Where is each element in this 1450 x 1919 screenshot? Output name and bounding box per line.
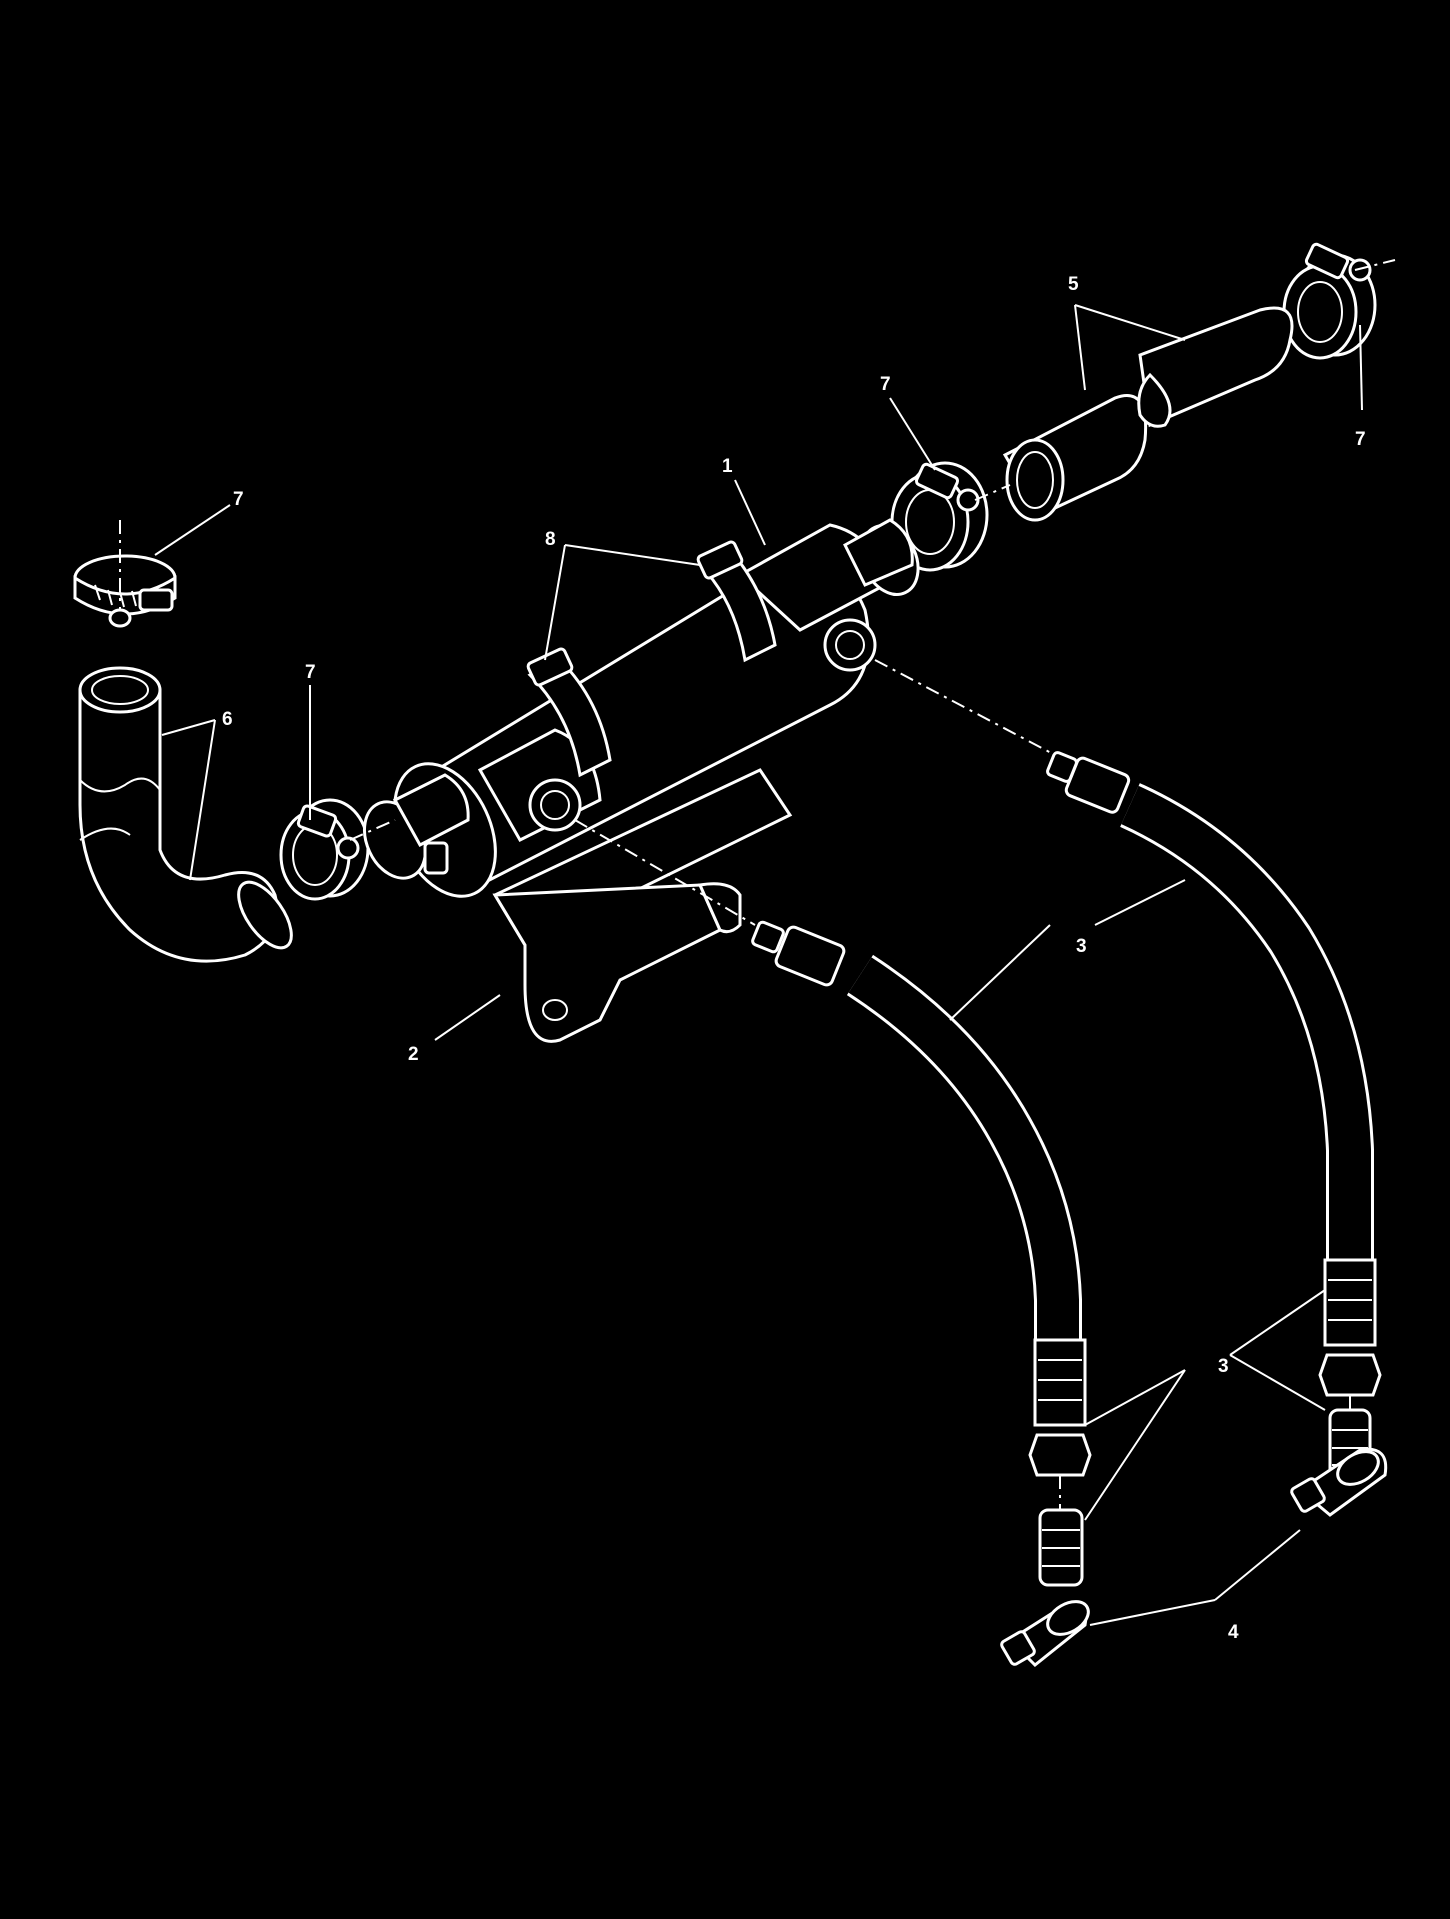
callout-hose-fittings-right: 3: [1218, 1356, 1229, 1377]
callout-clamp-left: 7: [305, 662, 316, 683]
callout-bracket: 2: [408, 1044, 419, 1065]
callout-clamp-right: 7: [1355, 429, 1366, 450]
callout-labels: 1 2 3 3 3 4 5 6 7 7 7 7 8: [222, 274, 1366, 1643]
coolant-hose-straight: [1002, 306, 1294, 522]
hose-clamp-left: [279, 798, 370, 901]
coolant-hose-elbow: [78, 666, 293, 963]
hose-clamp-top-left: [73, 554, 177, 628]
callout-hose-assy-upper: 3: [1076, 936, 1087, 957]
assembly-centerlines: [119, 259, 1396, 1510]
callout-clamp-center: 7: [880, 374, 891, 395]
mounting-bracket: [492, 768, 793, 1043]
hose-clamp-right: [1282, 242, 1377, 360]
callout-clamp-top-left: 7: [233, 489, 244, 510]
callout-coolant-hose-elbow: 6: [222, 709, 233, 730]
callout-coolant-hose-straight: 5: [1068, 274, 1079, 295]
hose-assembly-left: [751, 920, 1092, 1587]
callout-heater: 1: [722, 456, 733, 477]
callout-clamps-heater: 8: [545, 529, 556, 550]
elbow-fitting-left: [1000, 1600, 1090, 1668]
callout-elbow-fittings: 4: [1228, 1622, 1239, 1643]
hose-assembly-right: [1046, 751, 1382, 1482]
elbow-fitting-right: [1290, 1447, 1388, 1517]
leader-lines: [154, 304, 1363, 1626]
